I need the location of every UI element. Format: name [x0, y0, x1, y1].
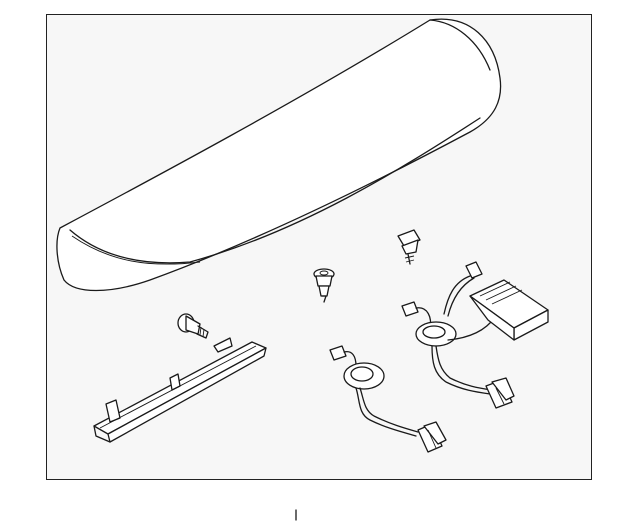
lamp-socket-harness — [329, 345, 447, 453]
high-mount-stop-lamp — [93, 337, 267, 443]
push-rivet — [313, 268, 335, 303]
spoiler-clip — [397, 229, 421, 265]
lamp-socket-harness-with-module — [401, 261, 549, 409]
spoiler — [56, 18, 502, 292]
mounting-bolt — [177, 313, 209, 339]
